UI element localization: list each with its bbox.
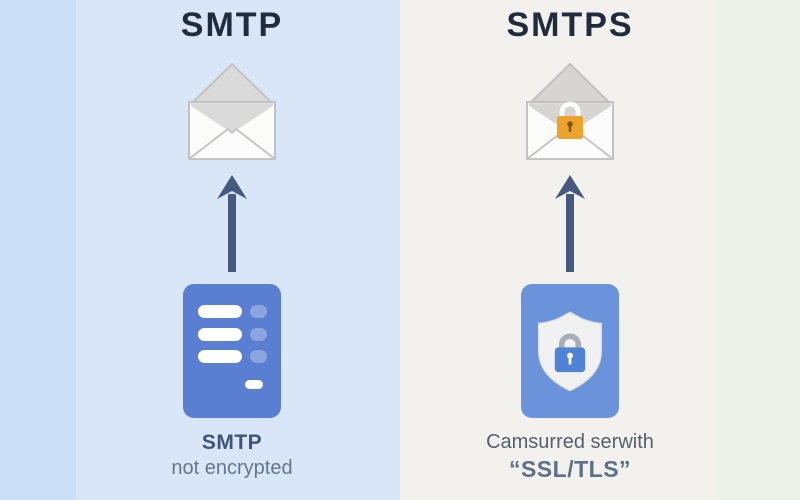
locked-envelope-icon xyxy=(520,62,620,167)
background-band-right-edge xyxy=(715,0,800,500)
lock-shackle xyxy=(558,333,582,351)
server-slot-bar xyxy=(198,328,242,341)
server-slot-bar xyxy=(198,350,242,363)
server-slot-dot xyxy=(250,350,267,363)
smtp-caption: SMTP not encrypted xyxy=(62,430,402,481)
smtps-caption-subtitle: “SSL/TLS” xyxy=(508,456,632,482)
smtp-caption-title: SMTP xyxy=(201,431,263,454)
server-indicator-dash xyxy=(245,380,263,389)
shield-lock-icon xyxy=(521,284,619,418)
smtps-title: SMTPS xyxy=(506,6,634,44)
smtp-title: SMTP xyxy=(180,6,284,44)
open-envelope-icon xyxy=(182,62,282,167)
up-arrow-icon xyxy=(216,174,248,279)
smtps-column: SMTPS xyxy=(400,0,740,500)
server-slot-dot xyxy=(250,328,267,341)
mail-server-icon xyxy=(183,284,281,418)
server-slot-bar xyxy=(198,305,242,318)
smtps-caption: Camsurred serwith “SSL/TLS” xyxy=(400,430,740,484)
server-slot-dot xyxy=(250,305,267,318)
up-arrow-icon xyxy=(554,174,586,279)
smtp-column: SMTP SMTP not encr xyxy=(62,0,402,500)
background-band-left-edge xyxy=(0,0,76,500)
smtps-caption-title: Camsurred serwith xyxy=(486,431,654,453)
lock-shackle xyxy=(559,101,581,119)
smtp-caption-subtitle: not encrypted xyxy=(171,457,293,480)
